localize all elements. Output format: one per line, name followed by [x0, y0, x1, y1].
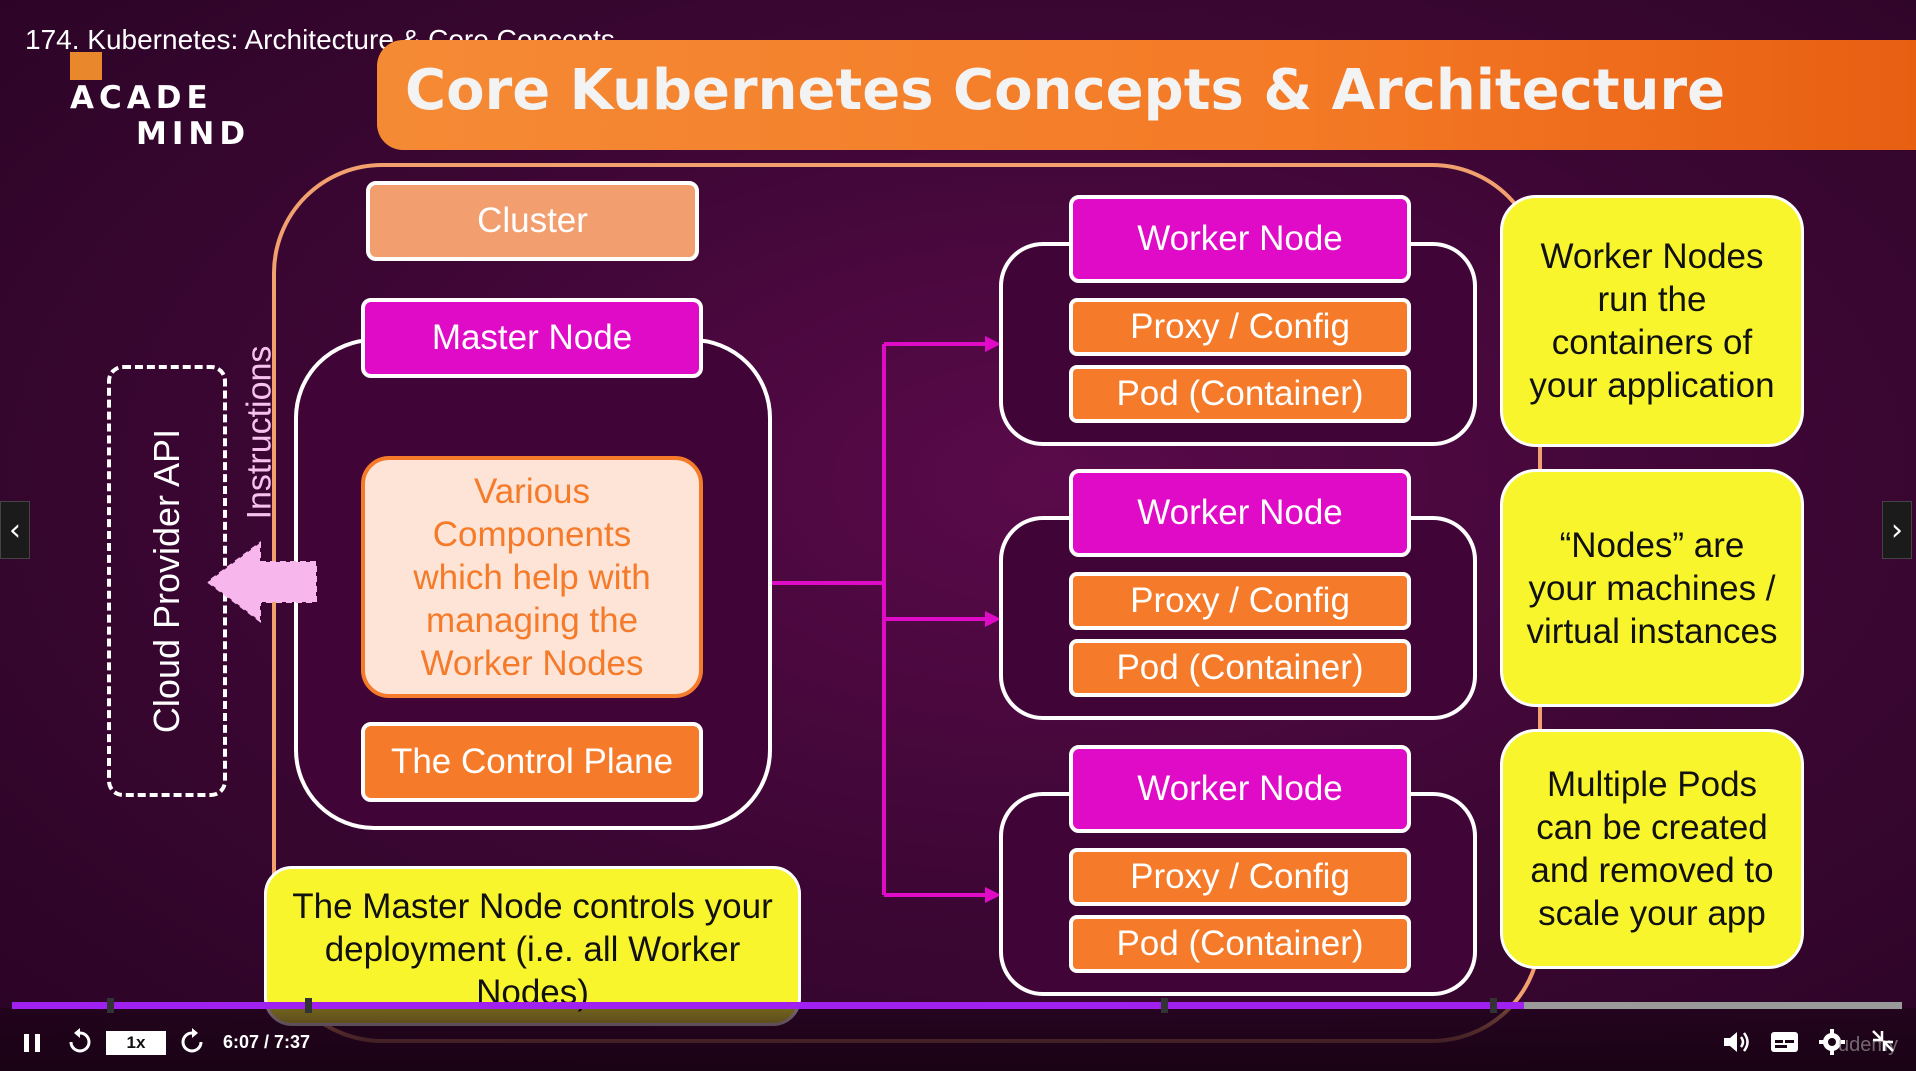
note-master-node: The Master Node controls your deployment…: [264, 866, 801, 1026]
next-lecture-button[interactable]: ›: [1882, 501, 1912, 559]
progress-marker: [107, 998, 114, 1013]
settings-icon[interactable]: [1818, 1028, 1846, 1056]
worker-connector-arrowheads: [985, 336, 1001, 903]
volume-icon[interactable]: [1722, 1028, 1752, 1056]
progress-marker: [1161, 998, 1168, 1013]
slide-title: Core Kubernetes Concepts & Architecture: [405, 58, 1726, 123]
chevron-right-icon: ›: [1891, 512, 1903, 548]
worker-node-2-label: Worker Node: [1069, 469, 1411, 557]
note-nodes-machines: “Nodes” are your machines / virtual inst…: [1500, 469, 1804, 707]
previous-lecture-button[interactable]: ‹: [0, 501, 30, 559]
player-controls-bar: [0, 1008, 1916, 1071]
worker-node-2-proxy: Proxy / Config: [1069, 572, 1411, 630]
worker-connector-lines: [772, 342, 990, 897]
rewind-icon[interactable]: [66, 1028, 94, 1056]
chevron-left-icon: ‹: [9, 512, 21, 548]
pause-icon[interactable]: [20, 1030, 46, 1056]
academind-logo: ACADE MIND: [70, 80, 250, 152]
progress-fill: [12, 1002, 1524, 1009]
worker-node-1-pod: Pod (Container): [1069, 365, 1411, 423]
forward-icon[interactable]: [178, 1028, 206, 1056]
components-box: Various Components which help with manag…: [361, 456, 703, 698]
note-worker-nodes: Worker Nodes run the containers of your …: [1500, 195, 1804, 447]
worker-node-2-pod: Pod (Container): [1069, 639, 1411, 697]
playback-speed-button[interactable]: 1x: [106, 1031, 166, 1055]
note-multiple-pods: Multiple Pods can be created and removed…: [1500, 729, 1804, 969]
control-plane-label: The Control Plane: [361, 722, 703, 802]
worker-node-3-label: Worker Node: [1069, 745, 1411, 833]
time-display: 6:07 / 7:37: [223, 1032, 311, 1052]
cluster-label: Cluster: [366, 181, 699, 261]
progress-marker: [305, 998, 312, 1013]
logo-accent: [70, 52, 102, 80]
instructions-arrow-icon: [206, 541, 317, 623]
fullscreen-exit-icon[interactable]: [1870, 1028, 1896, 1054]
worker-node-3-pod: Pod (Container): [1069, 915, 1411, 973]
logo-line-2: MIND: [136, 116, 251, 152]
logo-line-1: ACADE: [70, 80, 213, 116]
progress-marker: [1490, 998, 1497, 1013]
title-banner: [377, 40, 1916, 150]
master-node-label: Master Node: [361, 298, 703, 378]
worker-node-3-proxy: Proxy / Config: [1069, 848, 1411, 906]
captions-icon[interactable]: [1770, 1030, 1800, 1054]
worker-node-1-proxy: Proxy / Config: [1069, 298, 1411, 356]
worker-node-1-label: Worker Node: [1069, 195, 1411, 283]
